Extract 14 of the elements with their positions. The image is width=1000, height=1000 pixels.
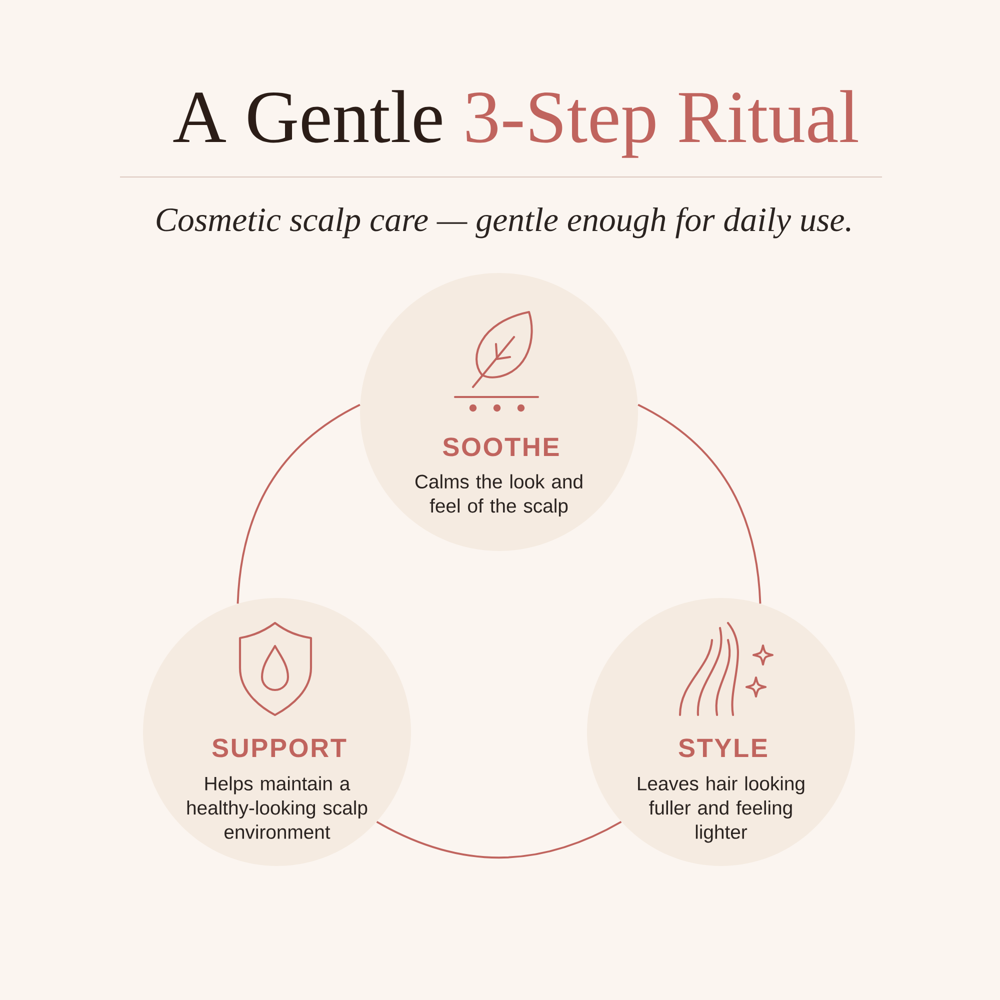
step-circle [587, 598, 855, 866]
step-circle [143, 598, 411, 866]
connector-arc [236, 404, 360, 604]
subtitle: Cosmetic scalp care — gentle enough for daily use. [156, 207, 850, 238]
step-circle [360, 273, 638, 551]
connector-arc [376, 821, 622, 858]
title: A Gentle 3-Step Ritual [173, 90, 858, 158]
step-description: Calms the look and feel of the scalp [415, 474, 582, 517]
step-description: Leaves hair looking fuller and feeling lighter [638, 776, 804, 843]
step-description: Helps maintain a healthy-looking scalp environment [187, 776, 368, 839]
step-heading: STYLE [678, 738, 767, 758]
step-heading: SOOTHE [442, 438, 559, 456]
step-heading: SUPPORT [212, 738, 346, 758]
connector-arc [638, 404, 762, 604]
